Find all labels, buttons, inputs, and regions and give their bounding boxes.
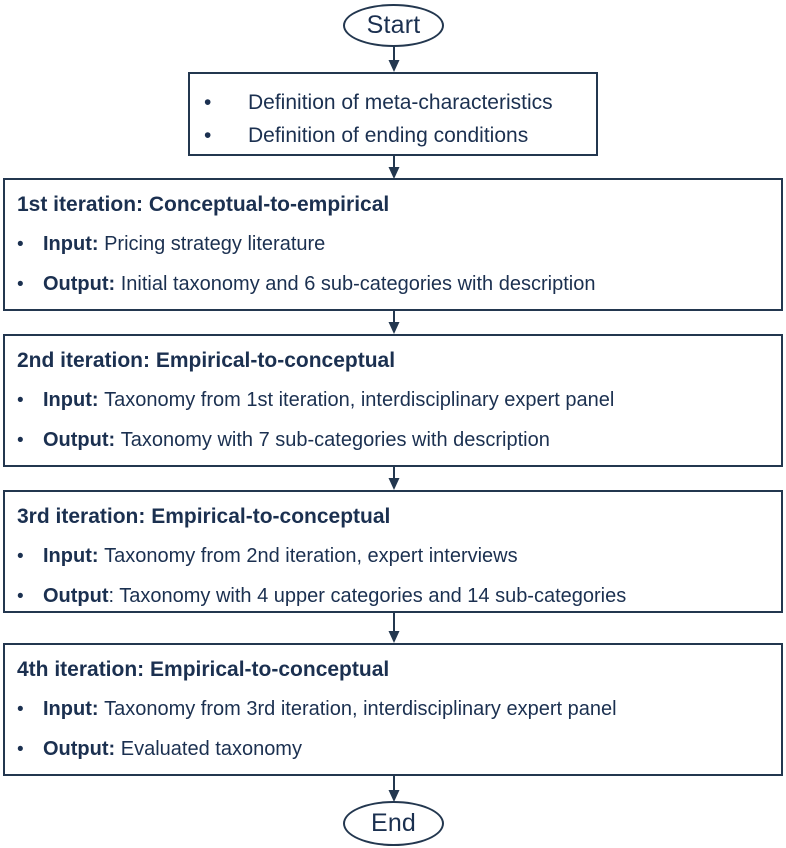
iteration-1-input-row: • Input: Pricing strategy literature bbox=[17, 234, 773, 254]
definition-bullet-text: Definition of meta-characteristics bbox=[248, 91, 553, 114]
iteration-box-3: 3rd iteration: Empirical-to-conceptual •… bbox=[3, 490, 783, 613]
iteration-4-output-label: Output: bbox=[43, 738, 116, 760]
iteration-3-output-row: • Output: Taxonomy with 4 upper categorie… bbox=[17, 586, 773, 606]
iteration-3-title-prefix: 3rd iteration: bbox=[17, 505, 152, 528]
connector-iteration-3-to-4 bbox=[386, 613, 402, 643]
iteration-3-title-emphasis: Empirical-to-conceptual bbox=[151, 505, 391, 528]
bullet-icon: • bbox=[17, 274, 24, 295]
bullet-icon: • bbox=[17, 699, 24, 720]
iteration-1-input-value: Pricing strategy literature bbox=[104, 233, 326, 255]
bullet-icon: • bbox=[17, 390, 24, 411]
bullet-icon: • bbox=[17, 586, 24, 607]
bullet-icon: • bbox=[204, 124, 212, 147]
bullet-icon: • bbox=[204, 91, 212, 114]
connector-iteration-1-to-2 bbox=[386, 311, 402, 334]
iteration-4-title-emphasis: Empirical-to-conceptual bbox=[150, 658, 390, 681]
iteration-4-input-row: • Input: Taxonomy from 3rd iteration, int… bbox=[17, 699, 773, 719]
iteration-2-output-value: Taxonomy with 7 sub-categories with desc… bbox=[120, 429, 550, 451]
iteration-3-output-label: Output bbox=[43, 585, 109, 607]
iteration-2-input-row: • Input: Taxonomy from 1st iteration, int… bbox=[17, 390, 773, 410]
iteration-2-title-emphasis: Empirical-to-conceptual bbox=[155, 349, 396, 372]
iteration-box-4: 4th iteration: Empirical-to-conceptual •… bbox=[3, 643, 783, 776]
iteration-3-output-value: : Taxonomy with 4 upper categories and 1… bbox=[108, 585, 627, 607]
iteration-4-output-row: • Output: Evaluated taxonomy bbox=[17, 739, 773, 759]
definition-bullet-text: Definition of ending conditions bbox=[248, 124, 529, 147]
iteration-3-input-label: Input: bbox=[43, 545, 99, 567]
iteration-1-input-label: Input: bbox=[43, 233, 99, 255]
connector-iteration-2-to-3 bbox=[386, 467, 402, 490]
iteration-1-output-label: Output: bbox=[43, 273, 116, 295]
iteration-box-1: 1st iteration: Conceptual-to-empirical •… bbox=[3, 178, 783, 311]
iteration-3-title: 3rd iteration: Empirical-to-conceptual bbox=[17, 506, 390, 527]
connector-start-to-define bbox=[386, 46, 402, 72]
iteration-2-title-prefix: 2nd iteration: bbox=[17, 349, 156, 372]
iteration-2-input-value: Taxonomy from 1st iteration, interdiscip… bbox=[104, 389, 615, 411]
iteration-3-input-value: Taxonomy from 2nd iteration, expert inte… bbox=[104, 545, 518, 567]
iteration-4-output-value: Evaluated taxonomy bbox=[120, 738, 302, 760]
iteration-box-2: 2nd iteration: Empirical-to-conceptual •… bbox=[3, 334, 783, 467]
start-label: Start bbox=[366, 11, 421, 39]
iteration-3-input-row: • Input: Taxonomy from 2nd iteration, exp… bbox=[17, 546, 773, 566]
connector-define-to-iteration-1 bbox=[386, 156, 402, 179]
bullet-icon: • bbox=[17, 430, 24, 451]
iteration-1-output-row: • Output: Initial taxonomy and 6 sub-cate… bbox=[17, 274, 773, 294]
definition-bullet-0: • Definition of meta-characteristics bbox=[204, 92, 553, 113]
bullet-icon: • bbox=[17, 234, 24, 255]
bullet-icon: • bbox=[17, 739, 24, 760]
end-label: End bbox=[370, 809, 417, 837]
iteration-1-title-emphasis: Conceptual-to-empirical bbox=[148, 193, 390, 216]
connector-iteration-4-to-end bbox=[386, 776, 402, 802]
iteration-4-title-prefix: 4th iteration: bbox=[17, 658, 151, 681]
iteration-4-input-label: Input: bbox=[43, 698, 99, 720]
iteration-2-output-row: • Output: Taxonomy with 7 sub-categories … bbox=[17, 430, 773, 450]
iteration-4-title: 4th iteration: Empirical-to-conceptual bbox=[17, 659, 389, 680]
start-terminator: Start bbox=[343, 4, 444, 47]
definition-box: • Definition of meta-characteristics • Def… bbox=[188, 72, 598, 156]
iteration-4-input-value: Taxonomy from 3rd iteration, interdiscip… bbox=[104, 698, 617, 720]
definition-bullet-1: • Definition of ending conditions bbox=[204, 125, 528, 146]
iteration-2-output-label: Output: bbox=[43, 429, 116, 451]
iteration-1-title-prefix: 1st iteration: bbox=[17, 193, 149, 216]
iteration-2-title: 2nd iteration: Empirical-to-conceptual bbox=[17, 350, 395, 371]
iteration-2-input-label: Input: bbox=[43, 389, 99, 411]
iteration-1-output-value: Initial taxonomy and 6 sub-categories wi… bbox=[120, 273, 596, 295]
iteration-1-title: 1st iteration: Conceptual-to-empirical bbox=[17, 194, 389, 215]
end-terminator: End bbox=[343, 801, 444, 846]
bullet-icon: • bbox=[17, 546, 24, 567]
